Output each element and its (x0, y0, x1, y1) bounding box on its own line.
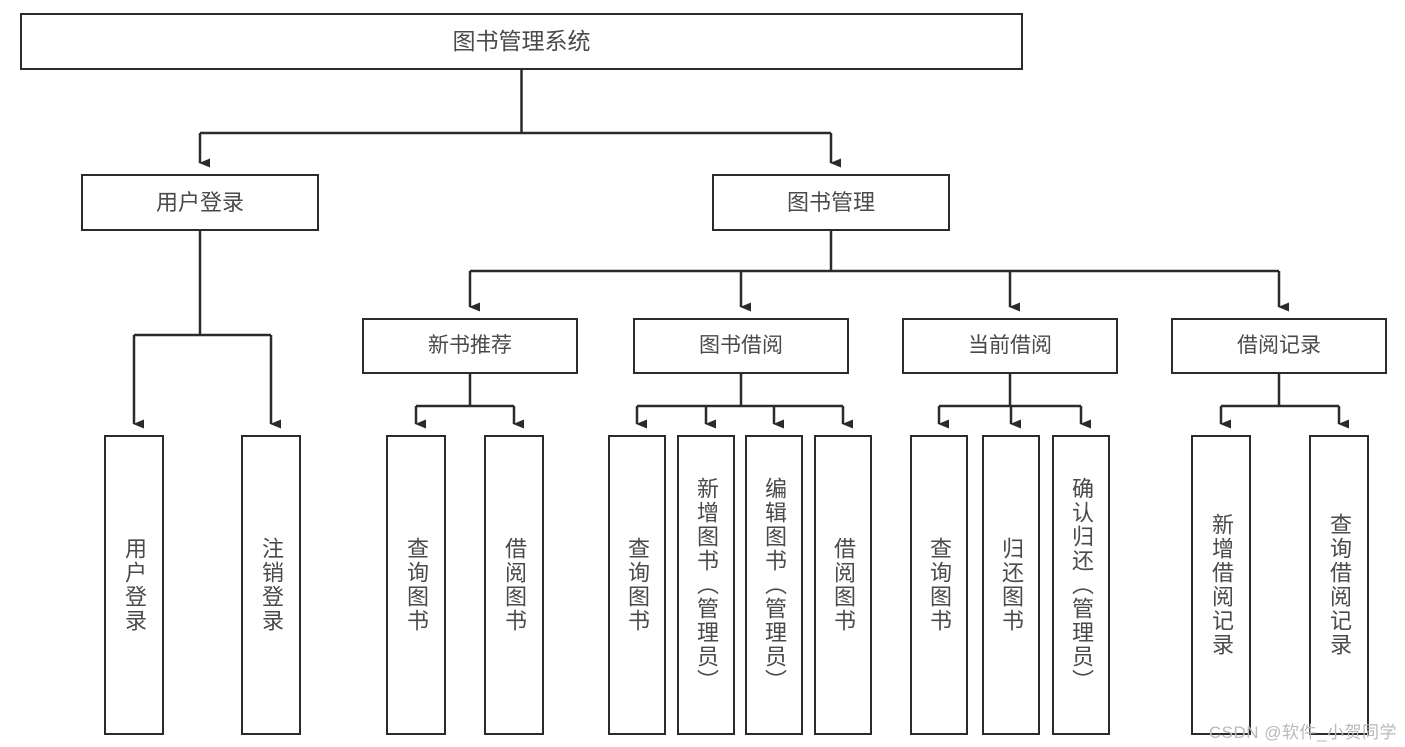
node-label: 新增借阅记录 (1208, 513, 1234, 657)
node-l_q_rec[interactable]: 查询借阅记录 (1309, 435, 1369, 735)
csdn-watermark: CSDN @软件_小贺同学 (1208, 723, 1397, 742)
node-borrow[interactable]: 图书借阅 (633, 318, 849, 374)
node-label: 借阅图书 (830, 537, 856, 633)
node-label: 图书借阅 (699, 333, 783, 357)
node-l_logout[interactable]: 注销登录 (241, 435, 301, 735)
node-l_return[interactable]: 归还图书 (982, 435, 1040, 735)
node-label: 归还图书 (998, 537, 1024, 633)
node-label: 借阅图书 (501, 537, 527, 633)
node-label: 注销登录 (258, 537, 284, 633)
node-current[interactable]: 当前借阅 (902, 318, 1118, 374)
node-label: 用户登录 (121, 537, 147, 633)
node-label: 图书管理 (786, 189, 875, 215)
node-newbook[interactable]: 新书推荐 (362, 318, 578, 374)
node-label: 图书管理系统 (452, 27, 591, 54)
node-l_q_book_2[interactable]: 查询图书 (608, 435, 666, 735)
node-l_add_rec[interactable]: 新增借阅记录 (1191, 435, 1251, 735)
node-l_b_book_2[interactable]: 借阅图书 (814, 435, 872, 735)
node-label: 编辑图书（管理员） (761, 477, 787, 693)
node-root[interactable]: 图书管理系统 (20, 13, 1023, 70)
node-l_confirm[interactable]: 确认归还（管理员） (1052, 435, 1110, 735)
node-label: 查询图书 (403, 537, 429, 633)
node-l_edit_book[interactable]: 编辑图书（管理员） (745, 435, 803, 735)
node-l_add_book[interactable]: 新增图书（管理员） (677, 435, 735, 735)
node-l_q_book_1[interactable]: 查询图书 (386, 435, 446, 735)
node-label: 新书推荐 (428, 333, 512, 357)
node-label: 当前借阅 (968, 333, 1052, 357)
node-records[interactable]: 借阅记录 (1171, 318, 1387, 374)
node-label: 确认归还（管理员） (1068, 477, 1094, 693)
node-bookmgmt[interactable]: 图书管理 (712, 174, 950, 231)
node-l_q_book_3[interactable]: 查询图书 (910, 435, 968, 735)
node-label: 借阅记录 (1237, 333, 1321, 357)
node-label: 新增图书（管理员） (693, 477, 719, 693)
node-label: 查询借阅记录 (1326, 513, 1352, 657)
node-l_login[interactable]: 用户登录 (104, 435, 164, 735)
node-login[interactable]: 用户登录 (81, 174, 319, 231)
node-label: 用户登录 (155, 189, 244, 215)
node-label: 查询图书 (926, 537, 952, 633)
node-label: 查询图书 (624, 537, 650, 633)
node-l_b_book_1[interactable]: 借阅图书 (484, 435, 544, 735)
